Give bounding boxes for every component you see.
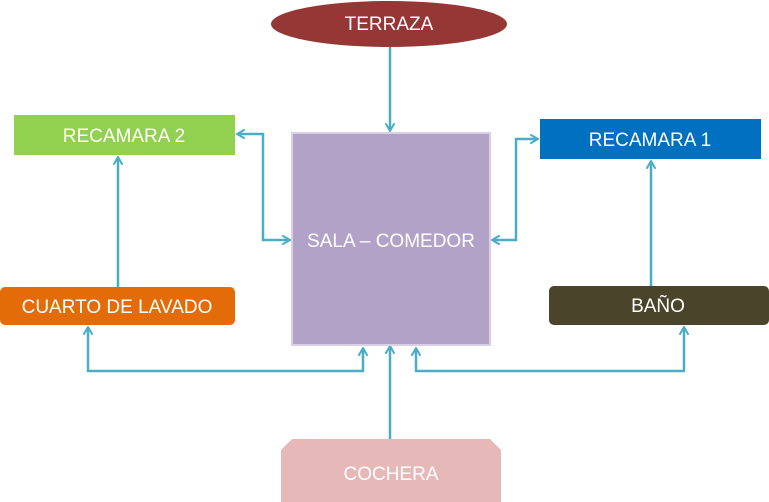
node-cochera-label: COCHERA	[343, 464, 438, 485]
node-recamara1: RECAMARA 1	[540, 119, 761, 159]
node-cuarto-de-lavado: CUARTO DE LAVADO	[0, 287, 235, 325]
connector-lavado-sala	[83, 326, 368, 373]
connectors	[83, 46, 689, 440]
node-sala-comedor-label: SALA – COMEDOR	[307, 231, 475, 252]
node-cuarto-de-lavado-shape	[0, 287, 235, 325]
node-bano-label: BAÑO	[631, 295, 685, 317]
node-cochera: COCHERA	[281, 439, 501, 502]
node-cuarto-de-lavado-label: CUARTO DE LAVADO	[22, 297, 213, 318]
node-recamara2: RECAMARA 2	[14, 115, 235, 155]
node-recamara1-shape	[540, 119, 761, 159]
connector-recamara1-sala	[491, 134, 539, 245]
node-cochera-shape	[281, 439, 501, 502]
node-sala-comedor: SALA – COMEDOR	[291, 132, 491, 346]
node-bano-shape	[549, 286, 769, 325]
node-sala-comedor-shape	[291, 132, 491, 346]
node-terraza: TERRAZA	[271, 1, 507, 47]
node-recamara2-label: RECAMARA 2	[63, 126, 185, 147]
connector-bano-sala	[411, 326, 689, 373]
node-terraza-label: TERRAZA	[345, 14, 434, 35]
node-recamara2-shape	[14, 115, 235, 155]
node-bano: BAÑO	[549, 286, 769, 325]
connector-recamara2-sala	[236, 129, 291, 245]
node-recamara1-label: RECAMARA 1	[589, 130, 711, 151]
node-terraza-shape	[271, 1, 507, 47]
